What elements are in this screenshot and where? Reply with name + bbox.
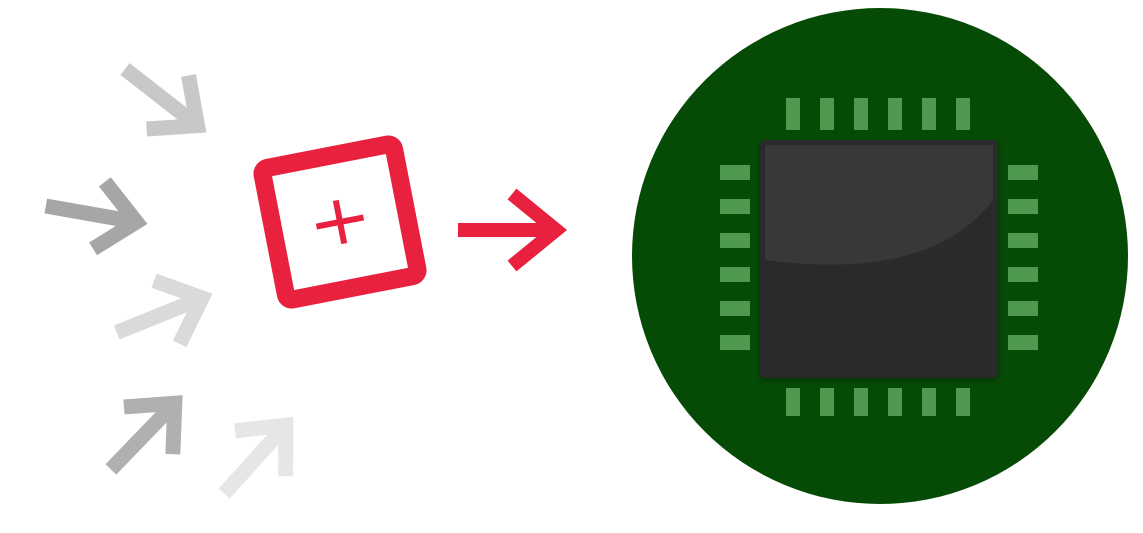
chip-pin-right <box>1008 267 1038 282</box>
chip-pin-left <box>720 165 750 180</box>
plus-square-frame <box>253 135 427 309</box>
chip-pin-left <box>720 199 750 214</box>
chip-pin-top <box>820 98 834 130</box>
microchip-icon <box>760 140 998 378</box>
chip-pin-bottom <box>820 388 834 416</box>
chip-pin-bottom <box>854 388 868 416</box>
chip-pin-left <box>720 301 750 316</box>
chip-pin-right <box>1008 199 1038 214</box>
chip-pin-right <box>1008 301 1038 316</box>
arrow-icon <box>105 395 183 475</box>
chip-pin-bottom <box>956 388 970 416</box>
chip-gloss <box>765 145 993 265</box>
arrow-shaft <box>105 402 177 475</box>
arrow-head <box>151 273 213 348</box>
chip-pin-left <box>720 335 750 350</box>
arrow-icon <box>120 63 207 137</box>
chip-pin-bottom <box>888 388 902 416</box>
chip-pin-top <box>888 98 902 130</box>
arrow-icon <box>113 273 213 348</box>
chip-pin-top <box>786 98 800 130</box>
chip-pin-left <box>720 233 750 248</box>
chip-pin-left <box>720 267 750 282</box>
chip-pin-right <box>1008 165 1038 180</box>
flow-arrow-head <box>507 188 568 272</box>
chip-pin-right <box>1008 233 1038 248</box>
chip-pin-top <box>922 98 936 130</box>
plus-square-icon <box>253 135 427 309</box>
chip-pin-right <box>1008 335 1038 350</box>
plus-horizontal-stroke <box>315 214 365 230</box>
arrow-head <box>89 177 148 256</box>
arrow-shaft <box>120 63 198 128</box>
arrow-head <box>146 74 207 137</box>
arrow-shaft <box>44 198 132 229</box>
arrow-head <box>123 395 183 455</box>
arrow-icon <box>44 177 148 256</box>
arrow-head <box>234 416 294 477</box>
chip-pin-top <box>854 98 868 130</box>
chip-pin-bottom <box>786 388 800 416</box>
incoming-arrows <box>44 63 294 499</box>
arrow-shaft <box>218 424 288 499</box>
arrow-icon <box>218 416 294 499</box>
arrow-shaft <box>113 293 200 340</box>
circuit-board-icon <box>632 8 1128 504</box>
arrow-right-icon <box>458 188 568 272</box>
chip-pin-top <box>956 98 970 130</box>
chip-pins <box>720 98 1038 416</box>
chip-pin-bottom <box>922 388 936 416</box>
